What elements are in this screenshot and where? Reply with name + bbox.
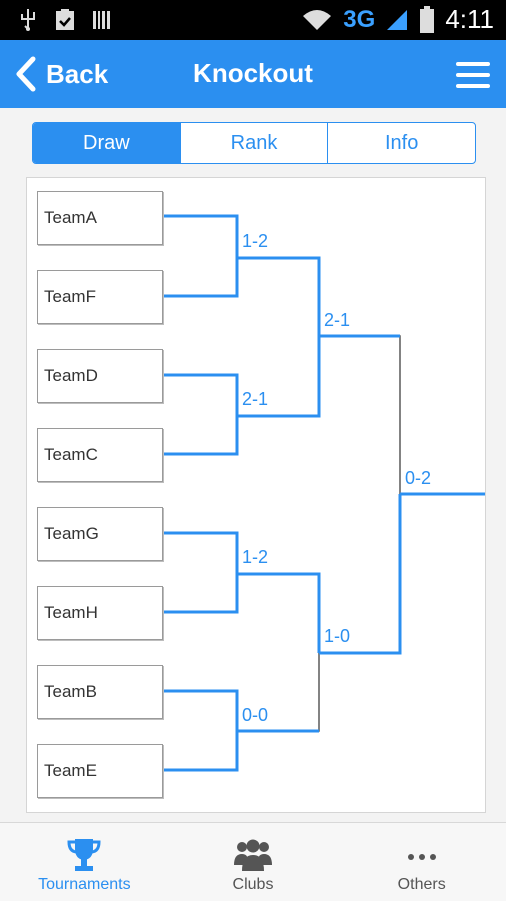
menu-button[interactable] xyxy=(456,62,490,88)
team-name: TeamB xyxy=(44,682,97,701)
more-dots-icon xyxy=(407,854,436,860)
page-title: Knockout xyxy=(193,58,313,88)
nav-tournaments[interactable]: Tournaments xyxy=(0,823,169,901)
status-bar: 3G 4:11 xyxy=(0,0,506,40)
team-slot[interactable]: TeamG xyxy=(37,507,163,561)
bracket-lines xyxy=(162,214,485,772)
team-name: TeamA xyxy=(44,208,97,227)
match-score: 1-2 xyxy=(242,547,269,567)
tab-draw[interactable]: Draw xyxy=(33,123,180,163)
match-score: 0-0 xyxy=(242,705,269,725)
final-score: 0-2 xyxy=(405,468,432,488)
signal-icon xyxy=(387,9,408,30)
team-name: TeamG xyxy=(44,524,99,543)
match-score: 2-1 xyxy=(242,389,269,409)
back-button[interactable]: Back xyxy=(14,54,108,94)
top-app-bar: Back Knockout xyxy=(0,40,506,108)
team-slot[interactable]: TeamC xyxy=(37,428,163,482)
back-label: Back xyxy=(46,58,109,89)
wifi-icon xyxy=(303,9,332,30)
usb-icon xyxy=(21,9,35,31)
clipboard-check-icon xyxy=(56,9,74,30)
status-bar-system: 3G 4:11 xyxy=(301,4,494,35)
nav-label: Tournaments xyxy=(38,876,131,893)
match-score: 2-1 xyxy=(324,310,351,330)
team-name: TeamH xyxy=(44,603,98,622)
team-slot[interactable]: TeamA xyxy=(37,191,163,245)
nav-others[interactable]: Others xyxy=(337,823,506,901)
network-type: 3G xyxy=(343,5,376,33)
trophy-icon xyxy=(67,839,101,871)
hamburger-icon-bar xyxy=(456,73,490,77)
barcode-icon xyxy=(93,11,110,29)
bottom-nav: Tournaments Clubs Others xyxy=(0,822,506,901)
tab-rank[interactable]: Rank xyxy=(179,123,328,163)
battery-icon xyxy=(420,5,435,33)
group-icon xyxy=(234,839,272,871)
match-score: 1-2 xyxy=(242,231,269,251)
team-slot[interactable]: TeamB xyxy=(37,665,163,719)
team-slot[interactable]: TeamE xyxy=(37,744,163,798)
chevron-left-icon xyxy=(16,56,36,92)
team-slot[interactable]: TeamF xyxy=(37,270,163,324)
team-slot[interactable]: TeamH xyxy=(37,586,163,640)
team-name: TeamE xyxy=(44,761,97,780)
team-name: TeamC xyxy=(44,445,98,464)
nav-label: Others xyxy=(397,876,446,893)
hamburger-icon-bar xyxy=(456,84,490,88)
nav-label: Clubs xyxy=(232,876,274,893)
team-slot[interactable]: TeamD xyxy=(37,349,163,403)
clock: 4:11 xyxy=(445,4,494,34)
bracket-card: TeamA TeamF TeamD TeamC TeamG TeamH Team… xyxy=(26,177,486,813)
team-name: TeamD xyxy=(44,366,98,385)
team-name: TeamF xyxy=(44,287,96,306)
status-bar-notifications xyxy=(18,8,112,32)
nav-clubs[interactable]: Clubs xyxy=(169,823,338,901)
segmented-tabs: Draw Rank Info xyxy=(32,122,476,164)
match-score: 1-0 xyxy=(324,626,351,646)
tab-info[interactable]: Info xyxy=(327,123,475,163)
hamburger-icon-bar xyxy=(456,62,490,66)
